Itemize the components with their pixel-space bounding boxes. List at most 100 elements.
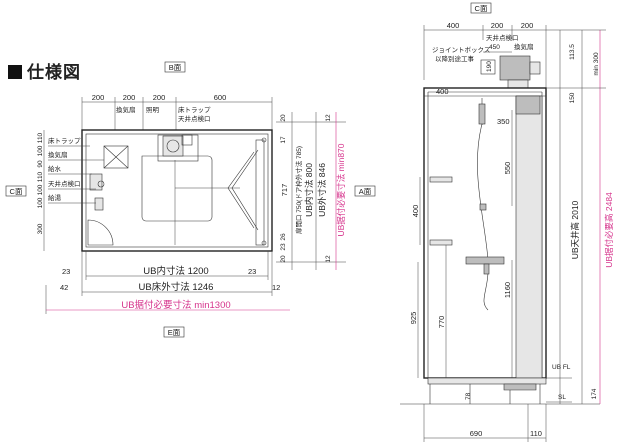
label-sl: SL [558, 394, 566, 401]
door-frame [255, 139, 265, 246]
plan-right-dim-6: 23 [280, 243, 287, 251]
label-hatch-450: 450 [489, 44, 500, 51]
plan-left-dim-4: 110 [37, 171, 44, 182]
face-label-c-plan: C面 [10, 187, 23, 196]
elev-top-dim-1: 400 [447, 21, 460, 30]
label-ceiling-hatch-left: 天井点検口 [48, 179, 81, 188]
plan-top-dim-2: 200 [123, 93, 136, 102]
elev-bottom-dim-110: 110 [530, 429, 542, 438]
elev-dim-174: 174 [591, 388, 598, 399]
elev-dim-770: 770 [437, 316, 446, 329]
face-label-c-box [5, 185, 27, 197]
plan-inner-depth-text: UB内寸法 800 [304, 163, 314, 217]
plan-right-dim-7: 20 [280, 255, 287, 263]
shower-head-icon [478, 103, 486, 125]
label-lighting: 照明 [146, 106, 160, 114]
elev-top-dim-2: 200 [491, 21, 504, 30]
plan-left-dim-3: 90 [37, 160, 44, 168]
label-ceiling-hatch-elev: 天井点検口 [486, 33, 519, 42]
label-ceiling-hatch-top: 天井点検口 [178, 114, 211, 123]
label-water-supply: 給水 [48, 164, 62, 173]
shelf-upper [429, 176, 453, 183]
face-label-c-elev-box [470, 2, 492, 14]
elevation-view: C面 400 200 200 ジョイントボックス 以降別途工事 天井点検口 45… [400, 2, 614, 442]
plan-right-dim-4: 717 [280, 184, 289, 197]
label-fan-elev: 換気扇 [514, 42, 534, 51]
elev-min300: min 300 [593, 52, 600, 76]
plan-left-dim-7: 300 [37, 223, 44, 234]
label-fan-left: 換気扇 [48, 150, 68, 159]
page-title-text: 仕様図 [27, 63, 81, 83]
elev-dim-400-mid: 400 [411, 205, 420, 218]
plan-bottom-dim-1: 23 [62, 267, 70, 276]
plan-top-dim-3: 200 [153, 93, 166, 102]
drain-trap-icon [503, 383, 537, 391]
face-label-b: B面 [169, 63, 182, 72]
label-ventilation-fan: 換気扇 [116, 105, 136, 114]
plan-bottom-dim-4: 12 [272, 283, 280, 292]
fan-unit-icon [499, 55, 531, 81]
shower-hook-elev-icon [479, 203, 487, 211]
plan-left-dim-1: 110 [37, 132, 44, 143]
fan-icon [103, 145, 129, 169]
plan-top-dim-4: 600 [214, 93, 227, 102]
shelf-lower [429, 239, 453, 246]
shower-hook-icon [94, 197, 104, 211]
plan-required-width-text: UB据付必要寸法 min1300 [121, 299, 230, 311]
plan-left-dim-5: 100 [37, 184, 44, 195]
label-floor-trap-top: 床トラップ [178, 105, 211, 114]
plan-left-dim-6: 100 [37, 197, 44, 208]
label-ub-fl: UB FL [552, 364, 571, 371]
mixer-faucet-icon [465, 256, 505, 265]
elev-dim-113-5: 113.5 [569, 44, 576, 60]
face-label-a: A面 [359, 187, 372, 196]
label-hot-water: 給湯 [48, 193, 62, 202]
label-separate-work: 以降別途工事 [435, 54, 475, 63]
elev-dim-78: 78 [465, 392, 472, 400]
elev-dim-400-top: 400 [436, 87, 449, 96]
plan-right-dim-2: 12 [325, 114, 332, 122]
elev-top-dim-3: 200 [521, 21, 534, 30]
label-junction-box: ジョイントボックス [432, 46, 490, 54]
face-label-e-box [163, 326, 185, 338]
elev-dim-925: 925 [409, 312, 418, 325]
ceiling-hatch-outline [157, 134, 199, 162]
light-icon [181, 134, 193, 146]
face-label-c-elev: C面 [475, 4, 488, 13]
shower-hose [477, 123, 489, 311]
plan-outer-depth-text: UB外寸法 846 [317, 163, 327, 217]
plan-view: B面 C面 E面 A面 200 200 200 600 換気扇 照明 床トラップ… [5, 61, 376, 338]
elev-bottom-dim-690: 690 [470, 429, 483, 438]
plan-required-depth-text: UB据付必要寸法 min870 [336, 143, 346, 236]
faucet-icon [89, 173, 103, 191]
plan-right-dim-8: 12 [325, 255, 332, 263]
elev-dim-350: 350 [497, 117, 510, 126]
rear-wall-panel [515, 95, 543, 379]
plan-left-dim-2: 100 [37, 145, 44, 156]
plan-outer-width-text: UB床外寸法 1246 [139, 281, 214, 293]
plan-right-dim-3: 17 [280, 136, 287, 144]
face-label-a-box [354, 185, 376, 197]
folding-door [231, 149, 259, 231]
plan-top-dim-1: 200 [92, 93, 105, 102]
junction-box-icon [480, 59, 496, 75]
tub-floor-outline [141, 155, 213, 222]
plan-right-dim-5: 26 [280, 233, 287, 241]
plan-bottom-dim-3: 42 [60, 283, 68, 292]
elev-dim-190: 190 [486, 61, 493, 72]
elev-dim-550: 550 [503, 162, 512, 175]
elev-required-height-text: UB据付必要高 2484 [604, 192, 614, 268]
corner-shelf [87, 219, 114, 246]
plan-inner-wall [85, 133, 269, 248]
elev-ceiling-height-text: UB天井高 2010 [570, 200, 580, 259]
label-floor-trap-left: 床トラップ [48, 136, 81, 145]
elev-dim-150: 150 [569, 92, 576, 103]
face-label-e: E面 [168, 328, 181, 337]
ub-floor [427, 377, 547, 385]
plan-door-opening-text: 扉開口 750(ドア枠外寸法 785) [294, 146, 303, 234]
plan-outer-wall [81, 129, 273, 252]
floor-trap-icon [162, 135, 184, 157]
plan-bottom-dim-2: 23 [248, 267, 256, 276]
elev-dim-1160: 1160 [503, 282, 512, 298]
plan-inner-width-text: UB内寸法 1200 [143, 265, 208, 277]
